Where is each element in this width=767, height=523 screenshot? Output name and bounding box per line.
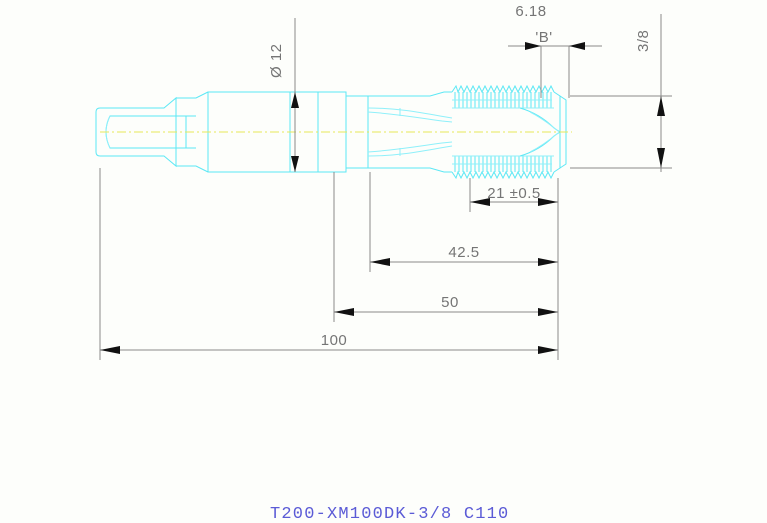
dimension-diameter-12: Ø 12 [268, 18, 299, 172]
dimension-6-18-label: 6.18 [515, 3, 546, 20]
dimension-100-label: 100 [321, 332, 348, 349]
flute-region [367, 91, 453, 173]
dimension-b-letter-label: 'B' [535, 29, 552, 46]
dimension-50: 50 [333, 172, 559, 322]
dimension-21-tol: 21 ±0.5 [469, 178, 559, 212]
dimension-3-8-label: 3/8 [635, 30, 652, 52]
dimension-diameter-label: Ø 12 [268, 43, 285, 78]
dimension-42-5-label: 42.5 [448, 244, 479, 261]
threaded-section [451, 84, 555, 180]
dimension-42-5: 42.5 [369, 172, 559, 272]
part-outline-group [95, 84, 572, 180]
dimension-50-label: 50 [441, 294, 459, 311]
dimension-100-overall: 100 [99, 168, 559, 360]
dimension-b-6-18: 6.18 'B' [508, 3, 602, 98]
drawing-title: T200-XM100DK-3/8 C110 [270, 505, 509, 523]
dimension-21-label: 21 ±0.5 [487, 185, 540, 202]
shank-transition [176, 91, 209, 173]
thread-chamfer-point [519, 91, 567, 173]
dimension-thread-3-8: 3/8 [570, 14, 672, 172]
